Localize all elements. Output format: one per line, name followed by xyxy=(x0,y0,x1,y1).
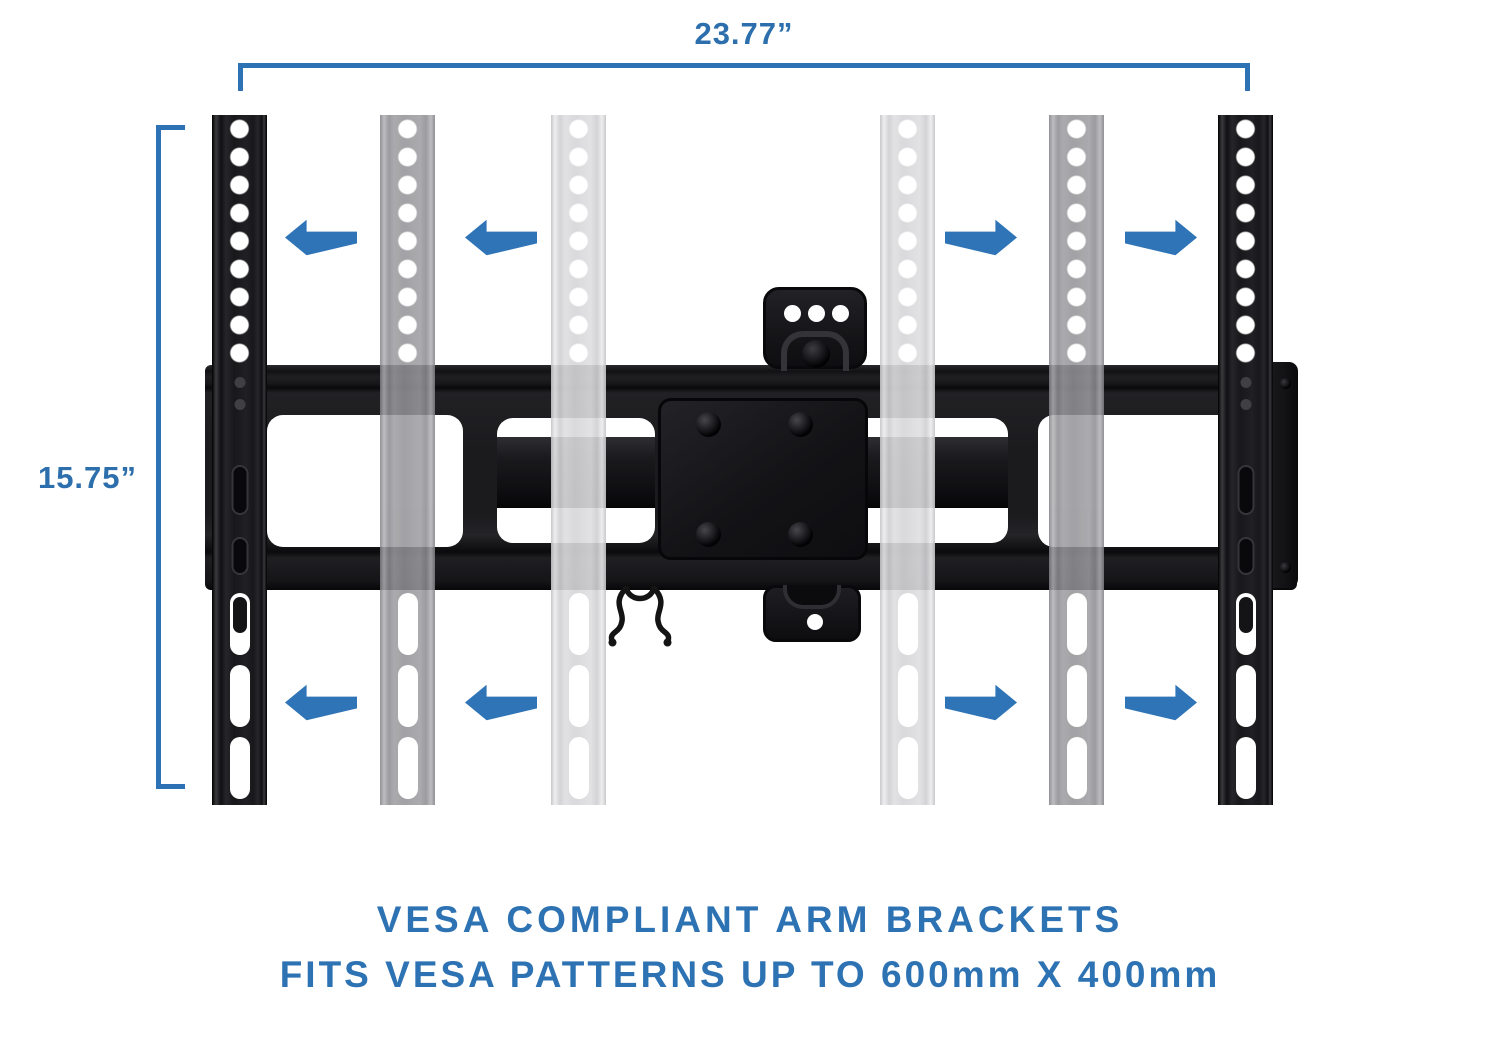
bracket-hole-pattern xyxy=(212,115,267,367)
bracket-slot xyxy=(568,665,589,727)
center-vesa-plate xyxy=(658,398,868,560)
bracket-hole-pattern xyxy=(1218,115,1273,367)
mount-hole-icon xyxy=(808,305,825,322)
pivot-arch xyxy=(781,331,849,371)
screw-hole-icon xyxy=(234,399,245,410)
bracket-slot xyxy=(568,593,589,655)
bracket-hole-pattern xyxy=(1049,115,1104,367)
slot-screw-icon xyxy=(1238,597,1253,633)
pivot-bolt-icon xyxy=(802,340,830,368)
bracket-slot xyxy=(397,737,418,799)
height-dimension-line xyxy=(156,125,161,789)
screw-hole-icon xyxy=(1240,399,1251,410)
bracket-slot xyxy=(1235,665,1256,727)
height-dimension-tick-bottom xyxy=(156,784,185,789)
bracket-slot xyxy=(568,737,589,799)
bracket-ghost-left-2 xyxy=(551,115,606,805)
height-dimension-tick-top xyxy=(156,125,185,130)
bracket-outer-right xyxy=(1218,115,1273,805)
arrow-left-icon xyxy=(465,684,537,721)
arrow-right-icon xyxy=(945,219,1017,256)
adjustment-slot xyxy=(1237,537,1254,575)
bolt-icon xyxy=(696,522,721,547)
bracket-slot xyxy=(1066,593,1087,655)
bracket-ghost-left-1 xyxy=(380,115,435,805)
adjustment-slot xyxy=(231,465,248,515)
bracket-ghost-right-1 xyxy=(880,115,935,805)
arrow-left-icon xyxy=(465,219,537,256)
bracket-slot xyxy=(229,665,250,727)
bracket-ghost-right-2 xyxy=(1049,115,1104,805)
bracket-slot xyxy=(1235,737,1256,799)
bolt-icon xyxy=(788,412,813,437)
arrow-left-icon xyxy=(285,684,357,721)
arrow-right-icon xyxy=(1125,684,1197,721)
bolt-icon xyxy=(788,522,813,547)
bolt-icon xyxy=(696,412,721,437)
width-dimension-tick-right xyxy=(1245,63,1250,91)
bottom-mount-plate xyxy=(763,585,861,642)
width-dimension-line xyxy=(238,63,1250,68)
arrow-right-icon xyxy=(1125,219,1197,256)
screw-hole-icon xyxy=(1240,377,1251,388)
slot-screw-icon xyxy=(232,597,247,633)
bracket-slot xyxy=(897,593,918,655)
screw-hole-icon xyxy=(234,377,245,388)
bracket-hole-pattern xyxy=(380,115,435,367)
caption-line-2: FITS VESA PATTERNS UP TO 600mm X 400mm xyxy=(279,954,1221,995)
bracket-hole-pattern xyxy=(880,115,935,367)
adjustment-slot xyxy=(1237,465,1254,515)
bracket-hole-pattern xyxy=(551,115,606,367)
height-dimension-label: 15.75” xyxy=(37,460,138,495)
screw-icon xyxy=(1280,562,1291,573)
mount-hole-icon xyxy=(784,305,801,322)
bracket-slot xyxy=(897,665,918,727)
bracket-outer-left xyxy=(212,115,267,805)
bracket-slot xyxy=(897,737,918,799)
arrow-right-icon xyxy=(945,684,1017,721)
width-dimension-tick-left xyxy=(238,63,243,91)
pivot-arch xyxy=(783,585,841,609)
width-dimension-label: 23.77” xyxy=(694,16,794,51)
top-mount-plate xyxy=(763,287,867,371)
mount-hole-icon xyxy=(807,614,823,630)
cable-clip-icon xyxy=(608,586,672,647)
screw-icon xyxy=(1280,378,1291,389)
bracket-slot xyxy=(229,737,250,799)
bracket-slot xyxy=(1066,737,1087,799)
arrow-left-icon xyxy=(285,219,357,256)
bracket-slot xyxy=(1066,665,1087,727)
caption-line-1: VESA COMPLIANT ARM BRACKETS xyxy=(376,899,1124,940)
adjustment-slot xyxy=(231,537,248,575)
bracket-slot xyxy=(397,593,418,655)
mount-hole-icon xyxy=(832,305,849,322)
bracket-slot xyxy=(397,665,418,727)
